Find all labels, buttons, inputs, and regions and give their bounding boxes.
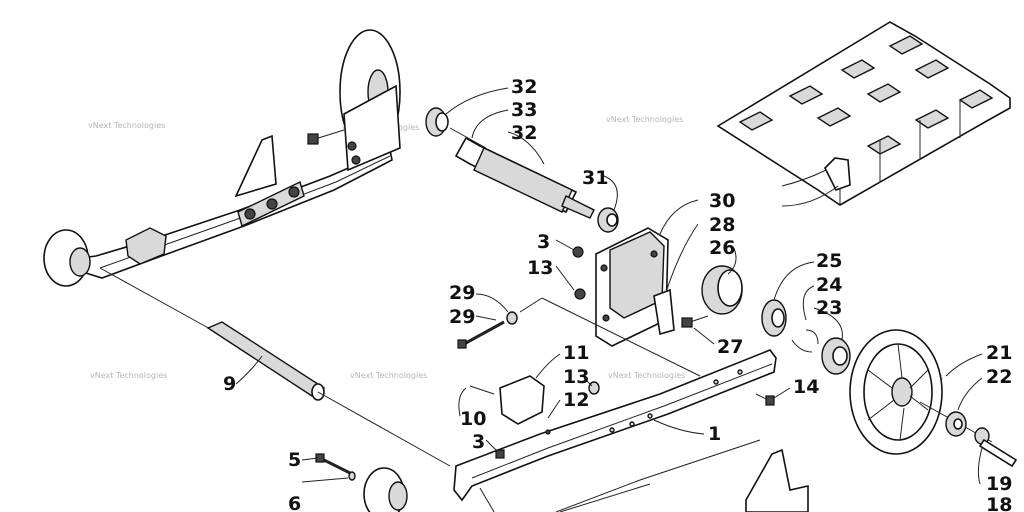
axle-shaft-group bbox=[425, 107, 619, 233]
callout-13: 13 bbox=[563, 366, 589, 388]
long-bolt-group bbox=[457, 297, 701, 377]
large-rear-wheel-group bbox=[849, 329, 1018, 468]
callout-14: 14 bbox=[793, 376, 819, 398]
leader-lines bbox=[235, 87, 983, 485]
callout-19: 22 bbox=[986, 366, 1012, 388]
callout-3: 3 bbox=[537, 231, 550, 253]
callout-25: 28 bbox=[709, 214, 735, 236]
watermark: vNext Technologies bbox=[608, 371, 685, 380]
callout-13: 13 bbox=[527, 257, 553, 279]
lower-left-wheel-group bbox=[315, 453, 408, 512]
callout-6: 6 bbox=[288, 493, 301, 512]
callout-30: 32 bbox=[511, 122, 537, 144]
callout-3: 3 bbox=[472, 431, 485, 453]
callout-31: 33 bbox=[511, 99, 537, 121]
watermark: vNext Technologies bbox=[88, 121, 165, 130]
watermark: vNext Technologies bbox=[606, 115, 683, 124]
callout-5: 5 bbox=[288, 449, 301, 471]
callout-27: 29 bbox=[449, 282, 475, 304]
callout-22: 25 bbox=[816, 250, 842, 272]
watermark: vNext Technologies bbox=[90, 371, 167, 380]
callout-29: 31 bbox=[582, 167, 608, 189]
callout-labels: 32 33 32 31 30 28 26 3 13 29 29 25 24 23… bbox=[223, 76, 1012, 512]
upper-rail-assembly bbox=[43, 29, 401, 287]
callout-26: 29 bbox=[449, 306, 475, 328]
callout-17: 19 bbox=[986, 473, 1012, 495]
lower-rail-assembly bbox=[453, 349, 809, 512]
callout-1: 1 bbox=[708, 423, 721, 445]
callout-9: 9 bbox=[223, 373, 236, 395]
callout-11: 11 bbox=[563, 342, 589, 364]
bracket-plate-group bbox=[572, 227, 709, 347]
callout-24: 27 bbox=[717, 336, 743, 358]
callout-12: 12 bbox=[563, 389, 589, 411]
watermark: vNext Technologies bbox=[350, 371, 427, 380]
track-section bbox=[716, 21, 1011, 206]
callout-29: 32 bbox=[511, 76, 537, 98]
small-idler-stack bbox=[701, 265, 851, 375]
callout-23: 26 bbox=[709, 237, 735, 259]
callout-20: 23 bbox=[816, 297, 842, 319]
callout-16: 18 bbox=[986, 494, 1012, 512]
callout-28: 30 bbox=[709, 190, 735, 212]
crossbar-shaft bbox=[99, 267, 451, 467]
callout-18: 21 bbox=[986, 342, 1012, 364]
callout-10: 10 bbox=[460, 408, 486, 430]
callout-21: 24 bbox=[816, 274, 842, 296]
